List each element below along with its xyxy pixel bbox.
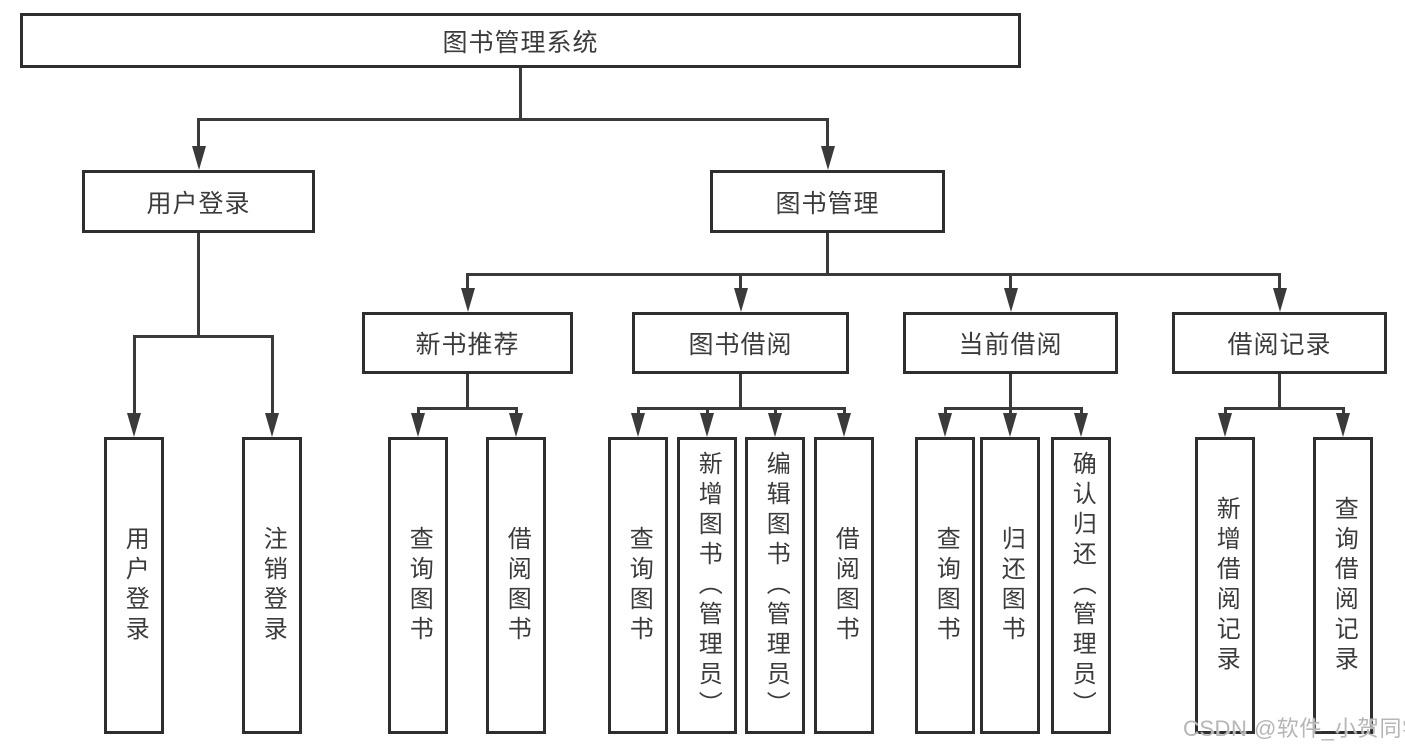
leaf-label: 用户登录 [121, 525, 149, 646]
node-borrowing-records: 借阅记录 [1172, 312, 1387, 374]
arrow-down-icon [265, 413, 279, 437]
node-user-login: 用户登录 [82, 170, 315, 233]
leaf-label: 确认归还（管理员） [1068, 450, 1096, 721]
connector-line [132, 335, 136, 414]
arrow-down-icon [411, 413, 425, 437]
connector-line [826, 233, 829, 273]
arrow-down-icon [733, 288, 748, 312]
connector-line [826, 118, 829, 148]
node-label: 图书借阅 [688, 331, 793, 359]
connector-line [773, 407, 777, 415]
arrow-down-icon [1272, 288, 1287, 312]
arrow-down-icon [700, 413, 714, 437]
leaf-add-books-admin: 新增图书（管理员） [677, 437, 737, 734]
connector-line [416, 407, 518, 410]
connector-line [1278, 374, 1281, 407]
leaf-logout: 注销登录 [242, 437, 302, 734]
watermark: CSDN @软件_小贺同学 [1183, 716, 1405, 741]
leaf-user-login: 用户登录 [104, 437, 164, 734]
leaf-label: 借阅图书 [503, 525, 531, 646]
arrow-down-icon [1336, 413, 1350, 437]
node-book-borrowing: 图书借阅 [632, 312, 849, 374]
connector-line [1223, 407, 1227, 415]
connector-line [1079, 407, 1083, 415]
node-library-management-system: 图书管理系统 [20, 13, 1021, 68]
leaf-label: 借阅图书 [831, 525, 859, 646]
node-current-borrowing: 当前借阅 [903, 312, 1118, 374]
leaf-query-books-borrow: 查询图书 [608, 437, 668, 734]
connector-line [1009, 374, 1012, 407]
arrow-down-icon [1218, 413, 1232, 437]
connector-line [842, 407, 846, 415]
node-label: 图书管理 [775, 189, 880, 218]
node-new-book-recommendation: 新书推荐 [362, 312, 573, 374]
connector-line [132, 335, 274, 338]
arrow-down-icon [820, 146, 835, 170]
leaf-label: 查询图书 [932, 525, 960, 646]
connector-line [197, 118, 200, 148]
arrow-down-icon [127, 413, 141, 437]
arrow-down-icon [1003, 413, 1017, 437]
connector-line [1009, 407, 1012, 415]
leaf-return-books: 归还图书 [980, 437, 1040, 734]
connector-line [514, 407, 518, 415]
connector-line [197, 233, 200, 335]
connector-line [1223, 407, 1345, 410]
connector-line [636, 407, 640, 415]
node-label: 图书管理系统 [442, 28, 599, 57]
leaf-query-borrow-record: 查询借阅记录 [1313, 437, 1373, 734]
leaf-label: 新增借阅记录 [1212, 495, 1240, 676]
leaf-edit-books-admin: 编辑图书（管理员） [745, 437, 805, 734]
leaf-label: 查询图书 [405, 525, 433, 646]
connector-line [1278, 273, 1281, 290]
arrow-down-icon [631, 413, 645, 437]
node-label: 借阅记录 [1227, 331, 1332, 359]
leaf-label: 归还图书 [997, 525, 1025, 646]
arrow-down-icon [837, 413, 851, 437]
leaf-label: 编辑图书（管理员） [762, 450, 790, 721]
arrow-down-icon [1074, 413, 1088, 437]
node-label: 当前借阅 [958, 331, 1063, 359]
leaf-confirm-return-admin: 确认归还（管理员） [1051, 437, 1111, 734]
connector-line [416, 407, 420, 415]
connector-line [943, 407, 1083, 410]
connector-line [466, 273, 469, 290]
connector-line [270, 335, 274, 414]
connector-line [1341, 407, 1345, 415]
connector-line [197, 118, 829, 121]
connector-line [739, 273, 742, 290]
leaf-query-books-newbook: 查询图书 [388, 437, 448, 734]
connector-line [739, 374, 742, 407]
connector-line [636, 407, 846, 410]
leaf-label: 查询图书 [625, 525, 653, 646]
arrow-down-icon [191, 146, 206, 170]
leaf-label: 查询借阅记录 [1330, 495, 1358, 676]
connector-line [705, 407, 709, 415]
connector-line [466, 273, 1281, 276]
node-label: 用户登录 [146, 189, 251, 218]
node-label: 新书推荐 [415, 331, 520, 359]
arrow-down-icon [938, 413, 952, 437]
connector-line [943, 407, 947, 415]
arrow-down-icon [509, 413, 523, 437]
leaf-borrow-books-newbook: 借阅图书 [486, 437, 546, 734]
connector-line [1009, 273, 1012, 290]
leaf-label: 新增图书（管理员） [694, 450, 722, 721]
arrow-down-icon [460, 288, 475, 312]
leaf-label: 注销登录 [259, 525, 287, 646]
leaf-query-books-current: 查询图书 [915, 437, 975, 734]
arrow-down-icon [1003, 288, 1018, 312]
leaf-borrow-books: 借阅图书 [814, 437, 874, 734]
connector-line [519, 68, 522, 118]
connector-line [466, 374, 469, 407]
leaf-add-borrow-record: 新增借阅记录 [1195, 437, 1255, 734]
node-book-management: 图书管理 [710, 170, 945, 233]
arrow-down-icon [768, 413, 782, 437]
